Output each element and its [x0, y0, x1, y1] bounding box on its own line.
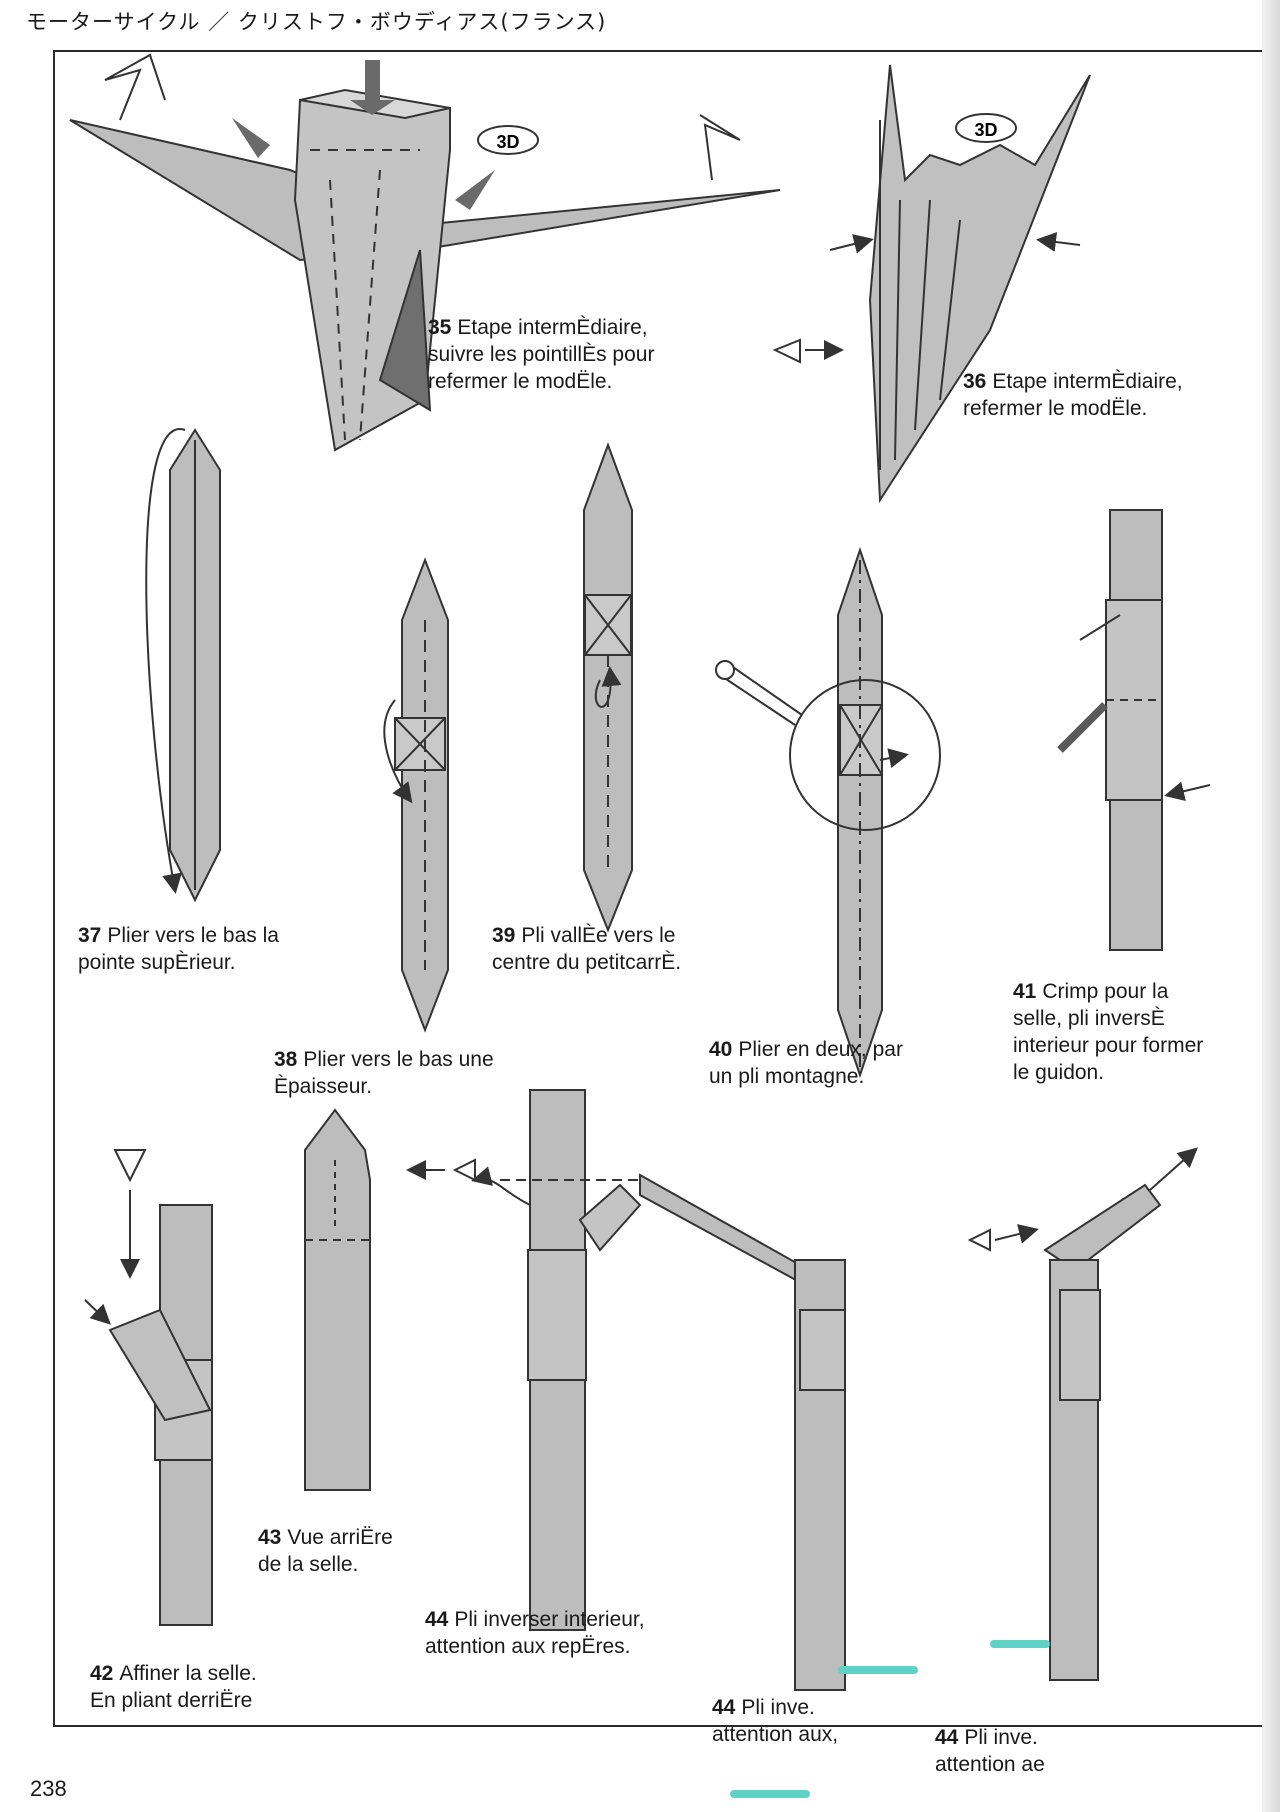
step41-diagram — [1057, 509, 1211, 951]
step38-diagram — [383, 557, 449, 1033]
step42-diagram — [84, 1149, 213, 1626]
badge-3d-36 — [955, 113, 1017, 143]
page-number: 238 — [30, 1776, 67, 1801]
step44a-diagram — [471, 1089, 642, 1631]
teal-mark — [838, 1666, 918, 1674]
page-edge — [1262, 0, 1280, 1812]
teal-mark — [730, 1790, 810, 1798]
eye-view-symbol-36 — [772, 338, 844, 364]
step43-diagram — [304, 1108, 476, 1491]
step36-diagram — [829, 64, 1091, 504]
step44b-diagram — [639, 1173, 846, 1691]
badge-3d-35-label: 3D — [496, 132, 519, 152]
teal-mark — [990, 1640, 1050, 1648]
step37-diagram — [145, 428, 221, 903]
step44c-diagram — [967, 1147, 1198, 1681]
step35-diagram — [69, 53, 781, 452]
badge-3d-35 — [477, 125, 539, 155]
page-header: モーターサイクル ／ クリストフ・ボウディアス(フランス) — [26, 10, 607, 34]
step39-diagram — [583, 442, 633, 933]
badge-3d-36-label: 3D — [974, 120, 997, 140]
step40-diagram — [715, 546, 941, 1079]
